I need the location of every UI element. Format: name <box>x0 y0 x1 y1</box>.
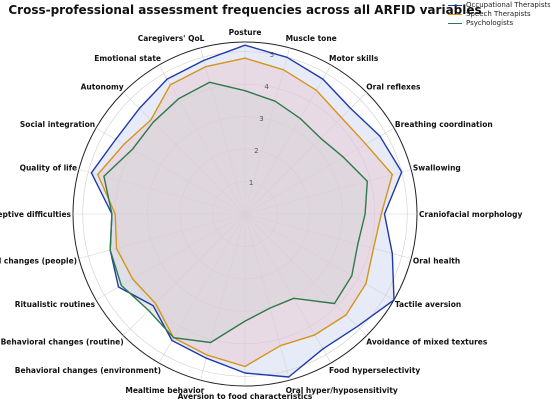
legend-swatch <box>448 13 462 15</box>
category-label: Muscle tone <box>286 34 337 43</box>
grid-spoke <box>244 213 395 301</box>
grid-spoke <box>244 213 332 364</box>
radial-tick-label: 4 <box>264 83 269 91</box>
category-label: Food hyperselectivity <box>329 366 420 375</box>
category-label: Emotional state <box>94 54 161 63</box>
series-area <box>103 82 368 343</box>
radial-tick-label: 1 <box>249 179 253 187</box>
category-label: Motor skills <box>329 54 379 63</box>
radial-tick-label: 2 <box>254 147 258 155</box>
grid-spoke <box>244 92 367 215</box>
category-label: Quality of life <box>20 163 78 172</box>
category-label: Avoidance of mixed textures <box>366 337 488 346</box>
category-label: Mealtime behavior <box>125 386 204 395</box>
category-label: Oral health <box>413 257 460 266</box>
grid-spoke <box>244 47 290 215</box>
grid-spoke <box>244 213 412 259</box>
grid-spoke <box>200 47 246 215</box>
category-label: Behavioral changes (people) <box>0 257 77 266</box>
category-label: Aversion to food characteristics <box>178 392 313 401</box>
series-area <box>91 45 402 377</box>
series-line <box>96 57 393 368</box>
legend-item-speech-therapists: Speech Therapists <box>448 10 531 19</box>
grid-spoke <box>123 92 246 215</box>
legend-item-psychologists: Psychologists <box>448 19 513 28</box>
category-label: Caregivers' QoL <box>138 34 205 43</box>
category-label: Interoceptive difficulties <box>0 210 72 219</box>
chart-title: Cross-professional assessment frequencie… <box>8 3 482 17</box>
series-area <box>97 58 393 367</box>
grid-spoke <box>244 169 412 215</box>
grid-spoke <box>95 127 246 215</box>
category-label: Behavioral changes (routine) <box>1 337 124 346</box>
legend-swatch <box>448 4 462 6</box>
category-label: Autonomy <box>81 83 124 92</box>
legend-label: Occupational Therapists <box>466 1 550 9</box>
legend-label: Speech Therapists <box>466 10 531 18</box>
legend-label: Psychologists <box>466 19 514 27</box>
category-label: Craniofacial morphology <box>419 210 523 219</box>
legend-item-occupational-therapists: Occupational Therapists <box>448 1 550 10</box>
category-label: Ritualistic routines <box>15 300 96 309</box>
series-line <box>103 81 368 344</box>
grid-spoke <box>158 64 246 215</box>
legend-swatch <box>448 22 462 24</box>
category-label: Oral reflexes <box>366 83 421 92</box>
series-line <box>90 44 403 378</box>
category-label: Social integration <box>20 120 95 129</box>
grid-spoke <box>244 127 395 215</box>
category-label: Behavioral changes (environment) <box>15 366 161 375</box>
category-label: Tactile aversion <box>395 300 461 309</box>
category-label: Oral hyper/hyposensitivity <box>286 386 398 395</box>
category-label: Breathing coordination <box>395 120 493 129</box>
grid-spoke <box>200 213 246 381</box>
legend: Occupational Therapists Speech Therapist… <box>448 0 550 30</box>
category-label: Posture <box>229 28 262 37</box>
grid-spoke <box>123 213 246 336</box>
radial-tick-label: 5 <box>270 51 274 59</box>
category-label: Swallowing <box>413 163 461 172</box>
grid-spoke <box>78 169 246 215</box>
radial-tick-label: 3 <box>259 115 263 123</box>
grid-spoke <box>78 213 246 259</box>
grid-spoke <box>244 213 290 381</box>
